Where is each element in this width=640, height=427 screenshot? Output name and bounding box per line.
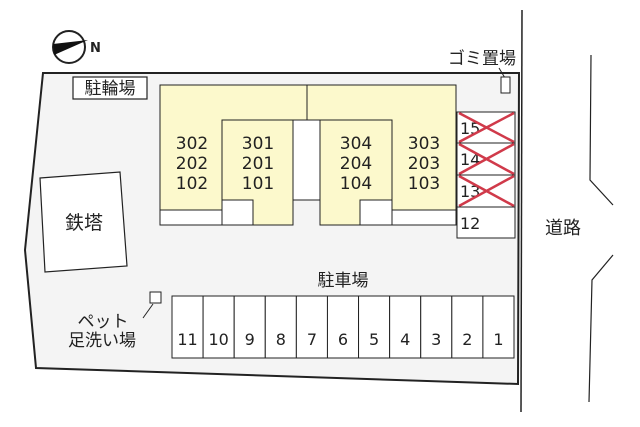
parking-space [171,295,204,359]
parking-space [482,295,515,359]
parking-space-number: 11 [177,330,197,349]
unit-number: 104 [340,174,372,194]
pet-wash-box [149,291,162,304]
unavailable-cross-icon [458,142,515,176]
unit-number: 202 [176,154,208,174]
steel-tower-area [39,171,128,273]
north-arrow-icon [52,30,88,64]
parking-space-number: 10 [208,330,228,349]
building-left [159,84,308,226]
unit-number: 103 [408,174,440,194]
garbage-area-box [500,76,511,94]
parking-space-number: 6 [338,330,348,349]
parking-space [202,295,235,359]
parking-space-number: 1 [493,330,503,349]
unit-number: 303 [408,134,440,154]
parking-space-number: 8 [276,330,286,349]
unit-number: 201 [242,154,274,174]
unavailable-cross-icon [458,111,515,144]
unit-number: 302 [176,134,208,154]
north-label: N [90,41,101,56]
bottom-parking: 11 10 9 8 7 6 5 4 3 2 1 [171,295,515,359]
garbage-area-label: ゴミ置場 [448,48,516,69]
road-label: 道路 [545,218,581,239]
parking-space-number: 4 [400,330,410,349]
parking-space-number: 2 [462,330,472,349]
road-edge-left [520,9,523,413]
steel-tower-label: 鉄塔 [65,212,103,234]
parking-space [456,206,516,239]
unit-number: 203 [408,154,440,174]
parking-label: 駐車場 [318,271,369,291]
pet-wash-leader-line [142,303,154,319]
parking-space [451,295,484,359]
unavailable-cross-icon [458,174,515,208]
unit-number: 101 [242,174,274,194]
building-right [306,84,457,226]
unit-number: 304 [340,134,372,154]
parking-space-number: 7 [307,330,317,349]
road-edge-right-top [589,54,614,206]
road-edge-right-bottom [588,254,614,403]
parking-space [358,295,391,359]
parking-space-number: 3 [431,330,441,349]
bicycle-parking-label: 駐輪場 [85,79,136,99]
pet-wash-label-line1: ペット [78,312,129,332]
unit-number: 204 [340,154,372,174]
pet-wash-label-line2: 足洗い場 [68,331,136,351]
stairwell [292,119,321,201]
bicycle-parking-box [72,76,148,100]
parking-space [264,295,297,359]
parking-space [295,295,328,359]
parking-space [420,295,453,359]
parking-space [326,295,360,359]
unit-number: 301 [242,134,274,154]
parking-space-number: 12 [460,214,480,233]
parking-space-number: 5 [369,330,379,349]
garbage-leader-line [498,67,506,79]
unit-number: 102 [176,174,208,194]
parking-space-number: 9 [245,330,255,349]
parking-space [389,295,422,359]
